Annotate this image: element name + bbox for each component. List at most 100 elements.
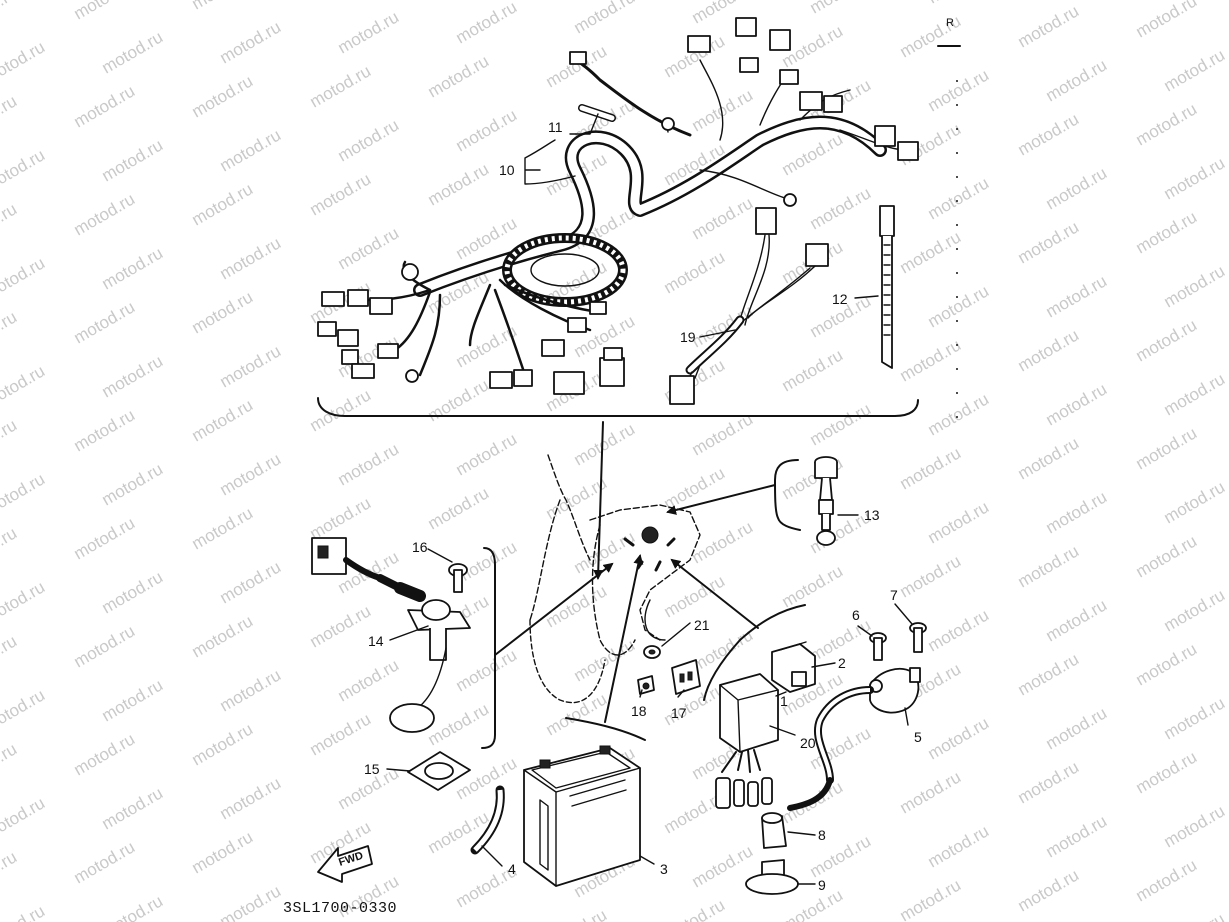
watermark: motod.ru (217, 881, 285, 922)
watermark: motod.ru (217, 449, 285, 499)
part-17 (671, 659, 701, 695)
screw-7 (909, 622, 927, 653)
watermark: motod.ru (71, 405, 139, 455)
bolt-16 (448, 563, 468, 593)
watermark: motod.ru (1043, 487, 1111, 537)
corner-mark: R (946, 17, 954, 29)
watermark: motod.ru (925, 173, 993, 223)
watermark: motod.ru (1015, 217, 1083, 267)
watermark: motod.ru (217, 341, 285, 391)
watermark: motod.ru (689, 193, 757, 243)
main-switch-leader (666, 484, 776, 515)
watermark: motod.ru (1015, 1, 1083, 51)
watermark: motod.ru (1015, 865, 1083, 915)
watermark: motod.ru (71, 81, 139, 131)
watermark: motod.ru (0, 469, 48, 519)
fwd-arrow: FWD (317, 845, 373, 883)
watermark: motod.ru (453, 0, 521, 47)
watermark: motod.ru (425, 699, 493, 749)
watermark: motod.ru (99, 243, 167, 293)
watermark: motod.ru (0, 37, 48, 87)
watermark: motod.ru (1133, 99, 1201, 149)
watermark: motod.ru (453, 429, 521, 479)
callout-10: 10 (499, 162, 515, 178)
watermark: motod.ru (897, 551, 965, 601)
watermark: motod.ru (0, 631, 20, 681)
wire-harness (317, 17, 919, 395)
watermark: motod.ru (925, 713, 993, 763)
watermark: motod.ru (1161, 477, 1229, 527)
watermark: motod.ru (1043, 703, 1111, 753)
spark-plug-cap (761, 812, 787, 849)
watermark: motod.ru (189, 71, 257, 121)
watermark: motod.ru (1161, 153, 1229, 203)
watermark: motod.ru (897, 443, 965, 493)
watermark: motod.ru (0, 685, 48, 735)
watermark: motod.ru (307, 601, 375, 651)
callout-19: 19 (680, 329, 696, 345)
watermark: motod.ru (99, 891, 167, 922)
watermark: motod.ru (807, 831, 875, 881)
callout-16: 16 (412, 539, 428, 555)
watermark: motod.ru (71, 621, 139, 671)
watermark: motod.ru (0, 847, 20, 897)
callout-11: 11 (548, 119, 563, 135)
watermark: motod.ru (1015, 109, 1083, 159)
callout-13: 13 (864, 507, 880, 523)
watermark: motod.ru (99, 459, 167, 509)
watermark: motod.ru (925, 389, 993, 439)
watermark: motod.ru (689, 517, 757, 567)
gasket-15 (407, 751, 471, 791)
watermark: motod.ru (425, 375, 493, 425)
watermark: motod.ru (543, 41, 611, 91)
watermark: motod.ru (0, 307, 20, 357)
cable-band (879, 205, 895, 369)
diagram-code: 3SL1700-0330 (283, 900, 397, 917)
watermark: motod.ru (897, 875, 965, 922)
watermark: motod.ru (189, 287, 257, 337)
watermark: motod.ru (897, 11, 965, 61)
watermark: motod.ru (925, 821, 993, 871)
watermark: motod.ru (807, 0, 875, 17)
callout-18: 18 (631, 703, 647, 719)
watermark: motod.ru (1133, 423, 1201, 473)
watermark: motod.ru (1133, 855, 1201, 905)
watermark: motod.ru (217, 233, 285, 283)
watermark: motod.ru (425, 159, 493, 209)
battery-leader (604, 554, 644, 723)
watermark: motod.ru (1133, 531, 1201, 581)
watermark: motod.ru (189, 719, 257, 769)
watermark: motod.ru (779, 129, 847, 179)
sub-wire-harness (669, 207, 829, 405)
watermark: motod.ru (571, 419, 639, 469)
watermark: motod.ru (71, 513, 139, 563)
watermark: motod.ru (217, 125, 285, 175)
watermark: motod.ru (189, 827, 257, 877)
watermark: motod.ru (0, 415, 20, 465)
watermark: motod.ru (71, 297, 139, 347)
callout-14: 14 (368, 633, 384, 649)
watermark: motod.ru (99, 27, 167, 77)
watermark: motod.ru (925, 497, 993, 547)
watermark: motod.ru (71, 729, 139, 779)
watermark: motod.ru (1161, 801, 1229, 851)
watermark: motod.ru (543, 689, 611, 739)
watermark: motod.ru (1161, 909, 1229, 922)
callout-9: 9 (818, 877, 826, 893)
fuel-sender (311, 537, 471, 733)
watermark: motod.ru (1043, 811, 1111, 861)
watermark: motod.ru (1015, 541, 1083, 591)
watermark: motod.ru (1015, 433, 1083, 483)
watermark: motod.ru (425, 807, 493, 857)
watermark: motod.ru (925, 605, 993, 655)
watermark: motod.ru (807, 399, 875, 449)
relay-2 (771, 641, 816, 693)
callout-4: 4 (508, 861, 516, 877)
watermark: motod.ru (1133, 207, 1201, 257)
watermark: motod.ru (217, 557, 285, 607)
watermark: motod.ru (925, 281, 993, 331)
watermark: motod.ru (1015, 757, 1083, 807)
callout-7: 7 (890, 587, 898, 603)
watermark: motod.ru (1043, 163, 1111, 213)
callout-numbers: 11 10 12 19 13 16 14 15 21 18 17 2 1 20 … (364, 119, 922, 893)
